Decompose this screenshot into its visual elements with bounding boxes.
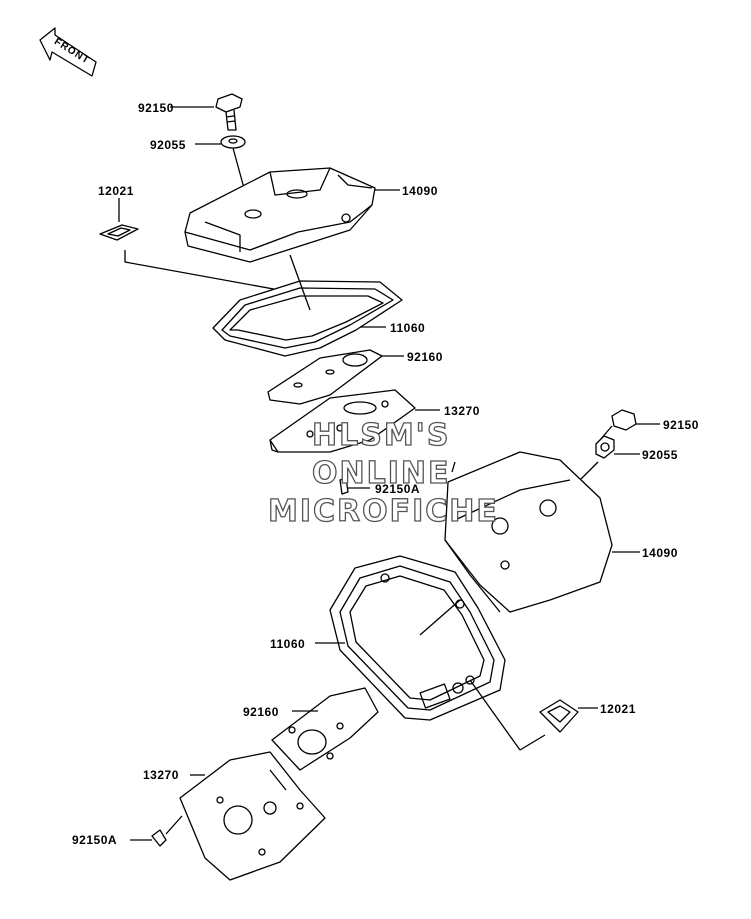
label-lower-plate[interactable]: 92160	[243, 705, 279, 719]
label-upper-bolt[interactable]: 92150	[138, 101, 174, 115]
lower-gasket-icon	[315, 555, 546, 751]
label-upper-plate[interactable]: 92160	[407, 350, 443, 364]
label-upper-cap[interactable]: 12021	[98, 184, 134, 198]
label-lower-screw[interactable]: 92150A	[72, 833, 118, 847]
watermark-line-3: MICROFICHE	[267, 493, 499, 529]
label-lower-cover[interactable]: 14090	[642, 546, 678, 560]
lower-bracket-icon	[179, 751, 326, 881]
label-upper-screw[interactable]: 92150A	[375, 482, 421, 496]
label-upper-gasket[interactable]: 11060	[390, 321, 426, 335]
label-lower-gasket[interactable]: 11060	[270, 637, 306, 651]
label-lower-cap[interactable]: 12021	[600, 702, 636, 716]
label-upper-bracket[interactable]: 13270	[444, 404, 480, 418]
label-upper-washer[interactable]: 92055	[150, 138, 186, 152]
upper-gasket-icon	[212, 254, 403, 357]
watermark-line-1: HLSM'S	[311, 417, 451, 453]
label-lower-washer[interactable]: 92055	[642, 448, 678, 462]
upper-bracket-icon	[269, 389, 440, 453]
lower-cap-icon	[539, 699, 598, 733]
upper-plate-icon	[267, 349, 404, 405]
label-upper-cover[interactable]: 14090	[402, 184, 438, 198]
lower-bolt-icon	[599, 409, 660, 441]
front-arrow-icon	[39, 27, 97, 77]
lower-cover-icon	[444, 451, 640, 613]
lower-screw-icon	[130, 815, 183, 847]
lower-washer-icon	[549, 435, 640, 511]
upper-cover-icon	[184, 167, 400, 263]
label-lower-bracket[interactable]: 13270	[143, 768, 179, 782]
watermark-line-2: ONLINE	[311, 455, 451, 491]
upper-cap-icon	[99, 198, 291, 293]
upper-bolt-icon	[170, 93, 243, 131]
lower-plate-icon	[271, 687, 379, 771]
upper-screw-icon	[339, 477, 370, 495]
label-lower-bolt[interactable]: 92150	[663, 418, 699, 432]
